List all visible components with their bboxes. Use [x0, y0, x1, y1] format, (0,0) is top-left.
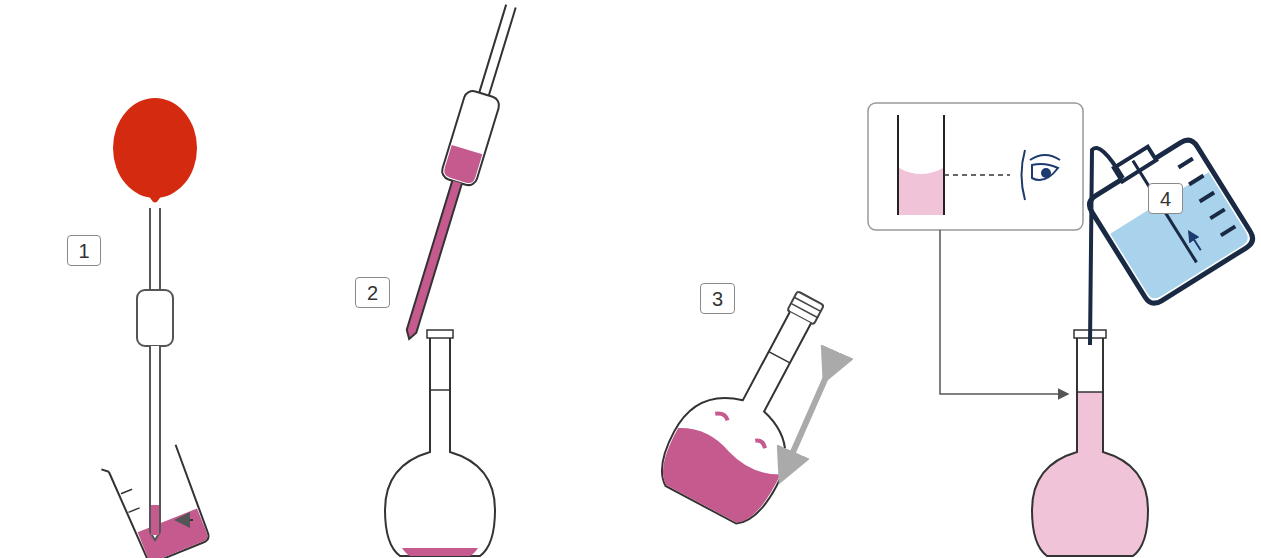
- meniscus-inset: [868, 103, 1083, 394]
- step3-flask: [650, 271, 862, 532]
- callout-number: 3: [712, 289, 723, 309]
- callout-number: 2: [367, 283, 378, 303]
- step2-flask: [385, 330, 495, 556]
- callout-number: 1: [78, 241, 89, 261]
- step4-flask: [1032, 330, 1148, 556]
- step2-pipette: [392, 1, 528, 344]
- callout-box: 2: [355, 277, 390, 308]
- callout-box: 3: [700, 283, 735, 314]
- callout-number: 4: [1160, 189, 1171, 209]
- wash-bottle: [1078, 124, 1256, 345]
- callout-box: 4: [1148, 183, 1183, 214]
- step1-pipette: [113, 98, 197, 540]
- callout-box: 1: [67, 235, 101, 266]
